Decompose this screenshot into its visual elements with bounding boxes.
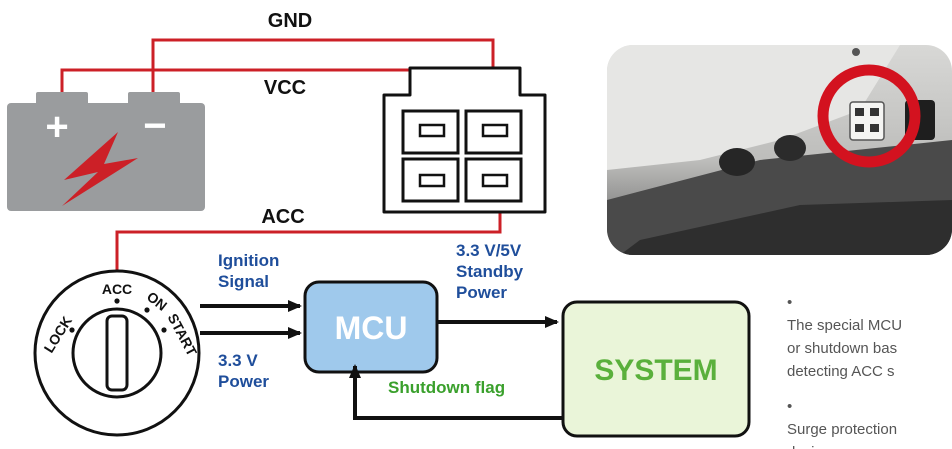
acc-label: ACC (261, 206, 304, 228)
bullet-1-line-1: The special MCU (787, 317, 903, 334)
ignition-switch: LOCK ACC ON START (33, 269, 201, 437)
connector-icon (382, 66, 547, 214)
switch-acc-label: ACC (102, 281, 132, 297)
bullet-item: • The special MCU or shutdown bas detect… (787, 291, 952, 383)
battery-icon: + − (7, 92, 205, 211)
bullet-2-line-2: design (787, 441, 952, 449)
battery-plus-label: + (45, 105, 68, 149)
bullet-2-line-1: Surge protection (787, 421, 898, 438)
mcu-block: MCU (303, 280, 439, 374)
shutdown-flag-arrow (349, 364, 563, 420)
feature-bullets: • The special MCU or shutdown bas detect… (787, 291, 952, 449)
ignition-signal-label-2: Signal (218, 272, 269, 291)
bullet-1-line-2: or shutdown bas (787, 340, 898, 357)
battery-minus-label: − (143, 104, 166, 148)
standby-label-3: Power (456, 283, 507, 302)
system-label: SYSTEM (594, 354, 717, 387)
vcc-label: VCC (264, 77, 306, 99)
standby-label-1: 3.3 V/5V (456, 241, 522, 260)
power-label-1: 3.3 V (218, 351, 258, 370)
shutdown-flag-label: Shutdown flag (388, 378, 505, 397)
bullet-1-line-3: detecting ACC s (787, 363, 895, 380)
standby-label-2: Standby (456, 262, 524, 281)
ignition-signal-label-1: Ignition (218, 251, 279, 270)
mcu-label: MCU (335, 310, 408, 346)
gnd-label: GND (268, 10, 312, 32)
bullet-item: • Surge protection design (787, 395, 952, 449)
system-block: SYSTEM (561, 300, 751, 438)
device-photo (607, 45, 952, 255)
power-label-2: Power (218, 372, 269, 391)
